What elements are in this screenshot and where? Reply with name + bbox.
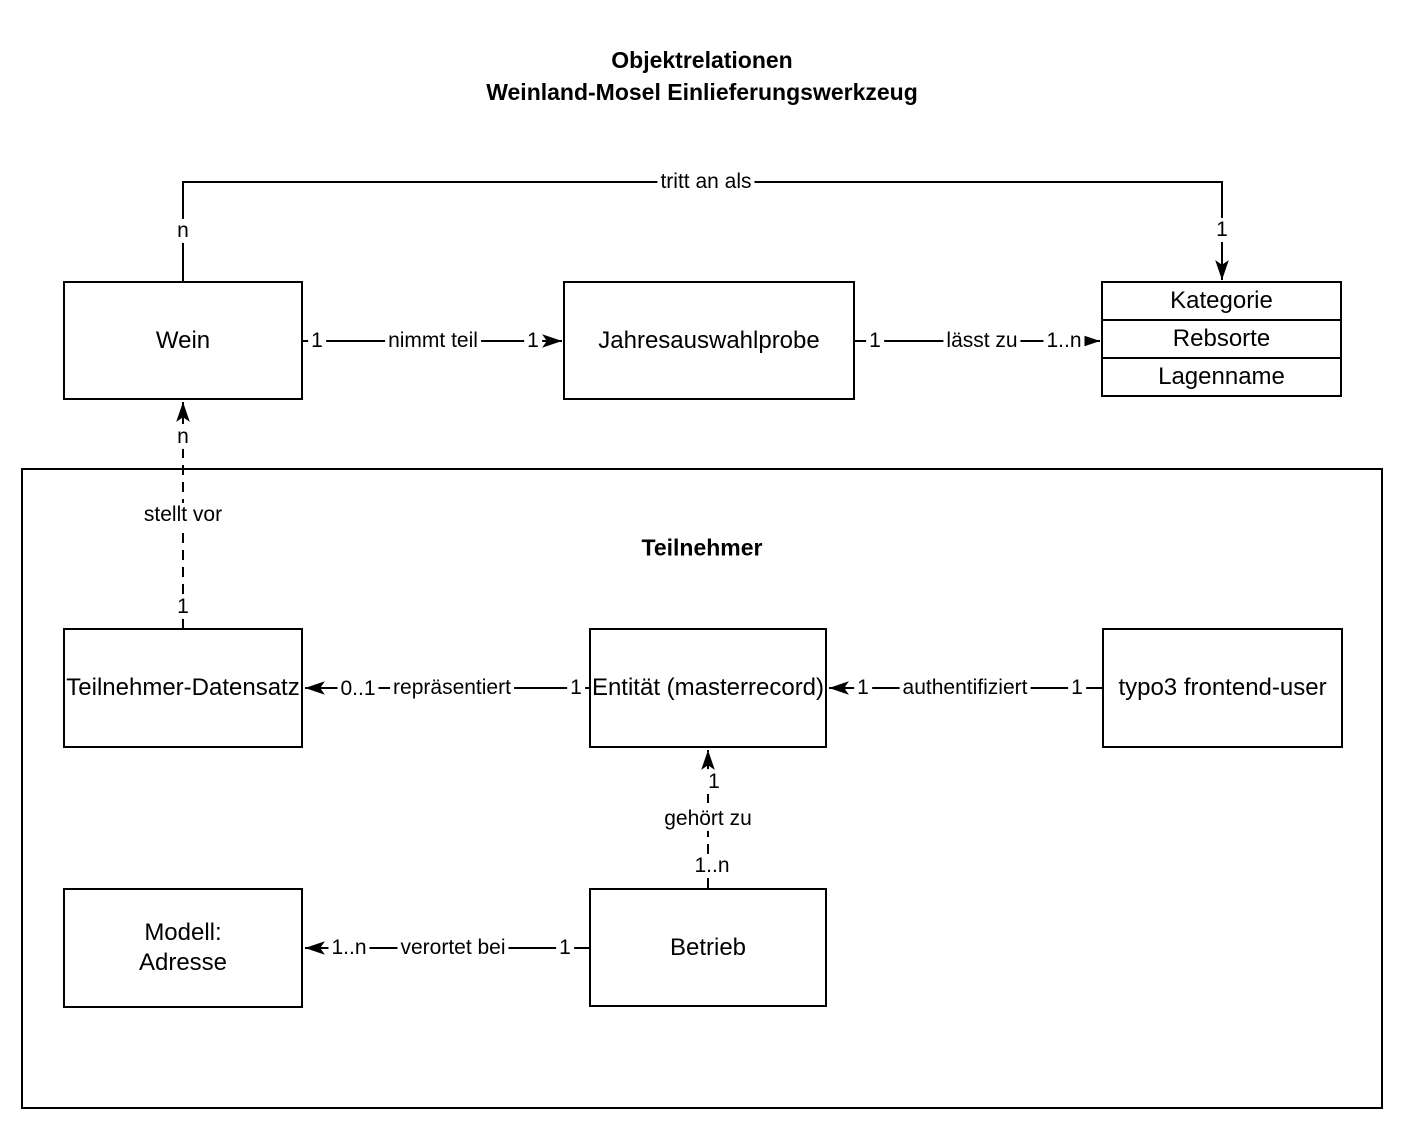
edge-label-laesst-zu: lässt zu	[943, 328, 1021, 354]
entity-modell-adresse-line2: Adresse	[138, 949, 228, 976]
entity-rebsorte: Rebsorte	[1101, 319, 1342, 359]
edge-label-stellt-vor: stellt vor	[140, 502, 226, 528]
entity-typo3-frontend-user: typo3 frontend-user	[1102, 628, 1343, 748]
entity-jahresauswahlprobe: Jahresauswahlprobe	[563, 281, 855, 400]
cardinality-laesst-zu-kategorie: 1..n	[1043, 328, 1085, 354]
entity-teilnehmer-datensatz-label: Teilnehmer-Datensatz	[66, 674, 300, 701]
cardinality-verortet-bei-betrieb: 1	[556, 935, 574, 961]
cardinality-repraesentiert-teilnehmer-datensatz: 0..1	[337, 676, 379, 702]
cardinality-authentifiziert-entitaet: 1	[854, 675, 872, 701]
cardinality-nimmt-teil-jahresauswahlprobe: 1	[524, 328, 542, 354]
edge-label-gehoert-zu: gehört zu	[661, 806, 755, 832]
entity-entitaet-masterrecord: Entität (masterrecord)	[589, 628, 827, 748]
edge-label-authentifiziert: authentifiziert	[899, 675, 1031, 701]
edge-label-nimmt-teil: nimmt teil	[385, 328, 481, 354]
entity-wein: Wein	[63, 281, 303, 400]
entity-modell-adresse: Modell: Adresse	[63, 888, 303, 1008]
entity-entitaet-masterrecord-label: Entität (masterrecord)	[591, 674, 825, 701]
cardinality-stellt-vor-wein: n	[174, 424, 192, 450]
entity-jahresauswahlprobe-label: Jahresauswahlprobe	[598, 326, 820, 354]
teilnehmer-container-label: Teilnehmer	[641, 534, 763, 561]
edge-tritt-an-als	[182, 181, 1229, 281]
diagram-title: Objektrelationen Weinland-Mosel Einliefe…	[0, 44, 1404, 108]
entity-modell-adresse-line1: Modell:	[144, 919, 222, 946]
entity-teilnehmer-datensatz: Teilnehmer-Datensatz	[63, 628, 303, 748]
cardinality-gehoert-zu-entitaet: 1	[705, 769, 723, 795]
cardinality-authentifiziert-typo3: 1	[1068, 675, 1086, 701]
entity-betrieb-label: Betrieb	[669, 933, 747, 961]
cardinality-nimmt-teil-wein: 1	[308, 328, 326, 354]
cardinality-verortet-bei-modell: 1..n	[328, 935, 370, 961]
cardinality-repraesentiert-entitaet: 1	[567, 675, 585, 701]
entity-kategorie-stack: Kategorie Rebsorte Lagenname	[1101, 281, 1342, 397]
diagram-title-line2: Weinland-Mosel Einlieferungswerkzeug	[486, 79, 918, 105]
entity-kategorie: Kategorie	[1101, 281, 1342, 321]
edge-label-repraesentiert: repräsentiert	[390, 675, 514, 701]
diagram-title-line1: Objektrelationen	[611, 47, 793, 73]
entity-typo3-frontend-user-label: typo3 frontend-user	[1118, 674, 1327, 701]
cardinality-laesst-zu-jahresauswahlprobe: 1	[866, 328, 884, 354]
cardinality-tritt-an-als-wein: n	[174, 218, 192, 244]
entity-lagenname: Lagenname	[1101, 357, 1342, 397]
entity-betrieb: Betrieb	[589, 888, 827, 1007]
cardinality-tritt-an-als-kategorie: 1	[1213, 217, 1231, 243]
entity-wein-label: Wein	[155, 326, 211, 354]
cardinality-gehoert-zu-betrieb: 1..n	[691, 853, 733, 879]
edge-label-tritt-an-als: tritt an als	[657, 169, 755, 195]
cardinality-stellt-vor-teilnehmer-datensatz: 1	[174, 594, 192, 620]
edge-label-verortet-bei: verortet bei	[397, 935, 509, 961]
